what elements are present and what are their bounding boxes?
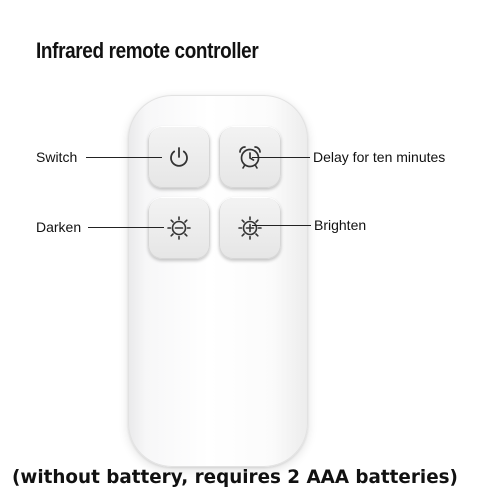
switch-label: Switch (36, 149, 78, 165)
darken-label: Darken (36, 219, 82, 235)
delay-button[interactable] (219, 126, 281, 188)
brighten-button[interactable] (219, 197, 281, 259)
brighten-label: Brighten (314, 217, 367, 233)
darken-button[interactable] (148, 197, 210, 259)
battery-note: (without battery, requires 2 AAA batteri… (12, 466, 458, 488)
switch-leader-line (86, 157, 162, 158)
delay-label: Delay for ten minutes (313, 149, 446, 165)
brightness-down-icon (167, 216, 191, 240)
alarm-clock-icon (239, 146, 261, 169)
power-icon (170, 147, 188, 167)
brighten-leader-line (252, 225, 311, 226)
delay-leader-line (252, 157, 310, 158)
darken-leader-line (88, 227, 164, 228)
page-title: Infrared remote controller (36, 38, 259, 63)
brightness-up-icon (238, 216, 262, 240)
